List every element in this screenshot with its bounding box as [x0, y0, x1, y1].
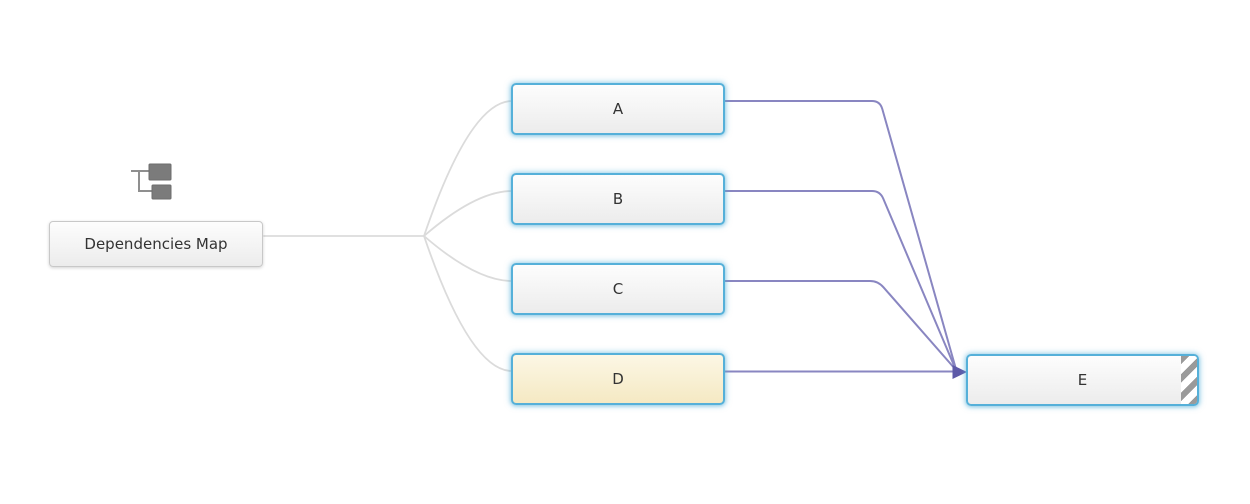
node-a[interactable]: A [511, 83, 725, 135]
hierarchy-icon-box-bottom [151, 184, 172, 200]
hatch-pattern [1181, 356, 1197, 404]
hierarchy-icon [131, 163, 172, 200]
node-label: E [1077, 370, 1088, 389]
node-label: B [612, 189, 624, 208]
edge-root-to-c [423, 235, 513, 282]
node-c[interactable]: C [511, 263, 725, 315]
node-d[interactable]: D [511, 353, 725, 405]
hierarchy-icon-box-top [148, 163, 172, 181]
edge-root-to-d [423, 235, 513, 372]
edge-c-to-e [724, 280, 957, 371]
node-label: A [612, 99, 624, 118]
node-e[interactable]: E [966, 354, 1199, 406]
edge-a-to-e [724, 100, 957, 369]
edge-root-to-b [423, 190, 513, 237]
node-label: Dependencies Map [84, 234, 228, 253]
hierarchy-icon-connector [131, 170, 152, 192]
node-b[interactable]: B [511, 173, 725, 225]
node-label: D [612, 369, 624, 388]
arrowhead-icon [952, 365, 967, 379]
edge-root-to-a [423, 100, 513, 237]
node-label: C [612, 279, 624, 298]
node-dependencies-map[interactable]: Dependencies Map [49, 221, 263, 267]
edge-b-to-e [724, 190, 957, 370]
